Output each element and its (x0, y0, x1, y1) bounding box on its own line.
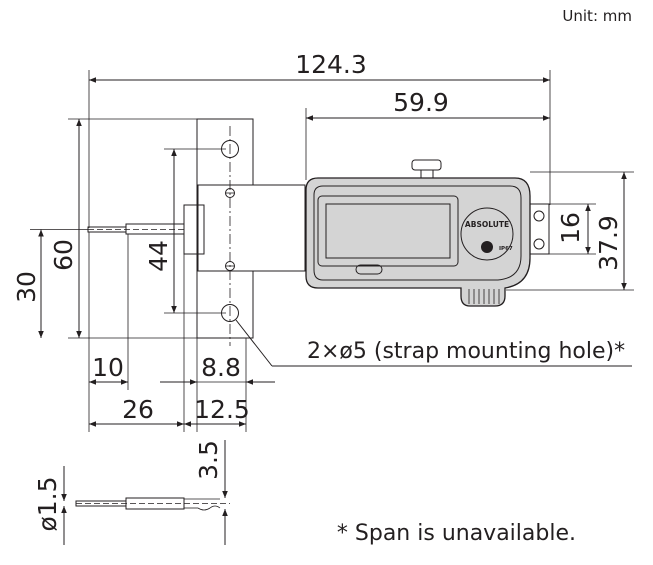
depth-gauge-drawing: ABSOLUTE IP67 (87, 118, 550, 346)
dim-display-height: 16 (556, 212, 585, 244)
dim-body-length: 59.9 (393, 88, 449, 117)
dim-probe-diameter: ø1.5 (33, 476, 62, 531)
mounting-hole-callout: 2×ø5 (strap mounting hole)* (307, 339, 625, 364)
dimension-lines (30, 70, 634, 432)
ip-rating-text: IP67 (499, 246, 513, 252)
probe-detail (61, 440, 230, 545)
absolute-logo (460, 207, 514, 261)
grip-ribs (468, 289, 500, 304)
dim-base-height: 60 (49, 239, 78, 271)
dim-probe-offset: 30 (12, 271, 41, 303)
dim-probe-extension: 10 (92, 353, 124, 382)
dim-overall-length: 124.3 (295, 50, 367, 79)
lcd-display (325, 203, 451, 259)
dim-base-offset: 12.5 (194, 395, 250, 424)
base-plate (183, 118, 306, 346)
footnote: * Span is unavailable. (337, 521, 576, 546)
probe-rod (87, 223, 185, 235)
device-button (355, 264, 383, 275)
dim-probe-total: 26 (122, 395, 154, 424)
caliper-body: ABSOLUTE IP67 (305, 159, 550, 307)
lcd-display-frame (317, 195, 459, 267)
ip-rating-icon (481, 241, 493, 253)
brand-text: ABSOLUTE (465, 220, 509, 229)
dim-base-width: 8.8 (201, 353, 241, 382)
unit-label: Unit: mm (562, 7, 632, 25)
dim-body-height: 37.9 (594, 215, 623, 271)
dim-probe-step: 3.5 (194, 440, 223, 480)
dim-hole-spacing: 44 (144, 240, 173, 272)
